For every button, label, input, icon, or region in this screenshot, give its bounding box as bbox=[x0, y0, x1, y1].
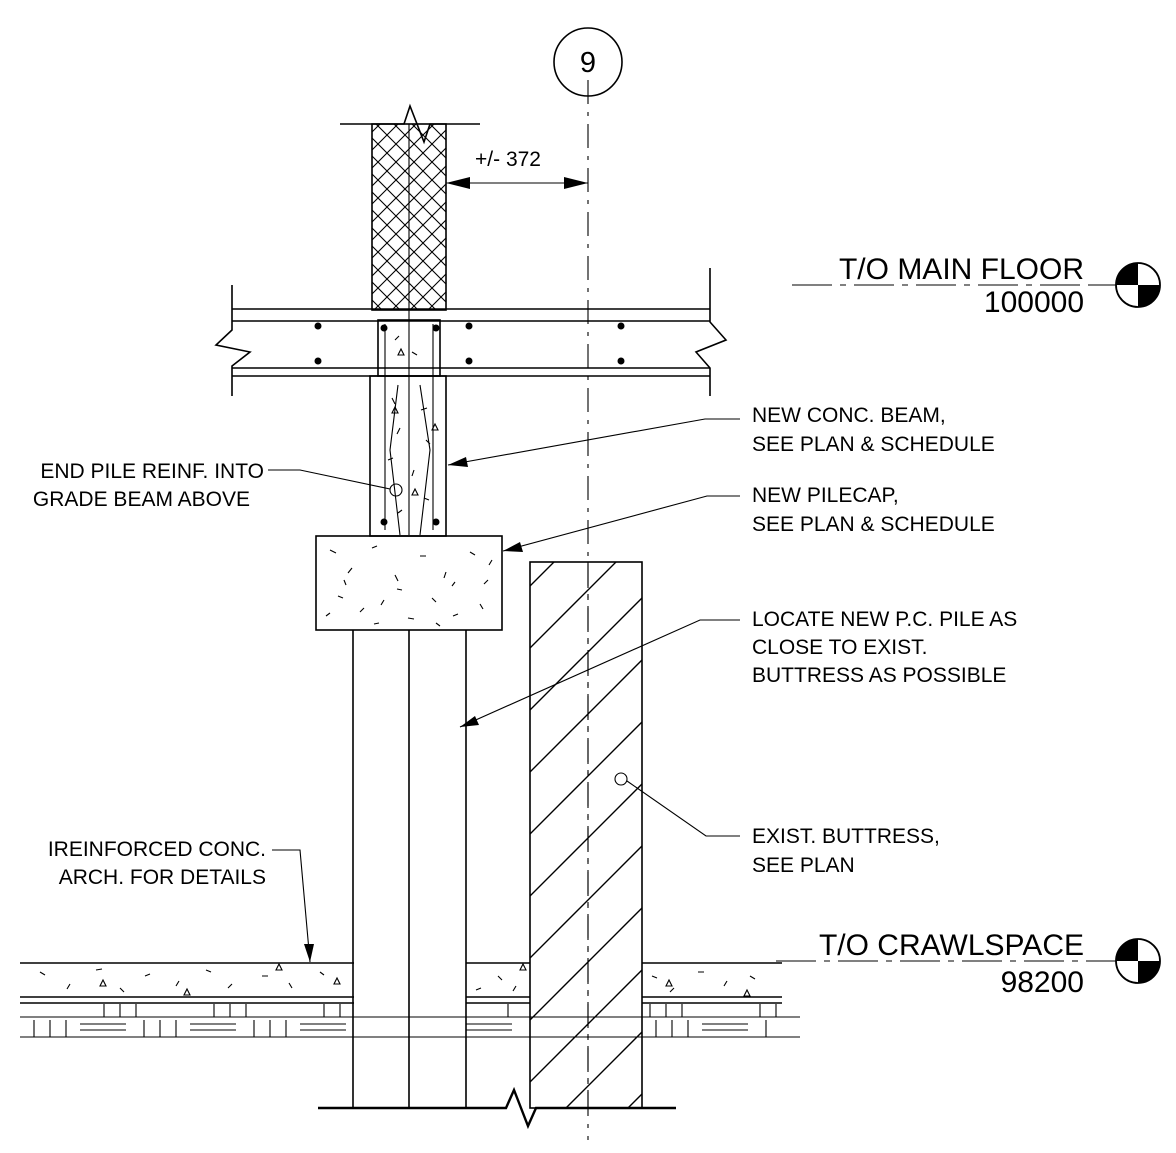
new-pc-pile bbox=[352, 630, 467, 1108]
level-marker-main-floor: T/O MAIN FLOOR 100000 bbox=[792, 253, 1161, 319]
grid-bubble: 9 bbox=[553, 27, 623, 97]
leader-pilecap bbox=[502, 495, 740, 552]
note-pile-line2: CLOSE TO EXIST. bbox=[752, 636, 927, 659]
level-datum-symbol bbox=[1115, 262, 1161, 308]
dimension-text: +/- 372 bbox=[475, 148, 541, 171]
note-buttress-line2: SEE PLAN bbox=[752, 854, 855, 877]
note-slab: IREINFORCED CONC. ARCH. FOR DETAILS bbox=[48, 838, 266, 889]
floor-beam-band bbox=[214, 268, 728, 396]
level-name-crawlspace: T/O CRAWLSPACE bbox=[819, 929, 1084, 962]
note-pilecap-line2: SEE PLAN & SCHEDULE bbox=[752, 513, 995, 536]
note-buttress-line1: EXIST. BUTTRESS, bbox=[752, 825, 940, 848]
level-marker-crawlspace: T/O CRAWLSPACE 98200 bbox=[776, 929, 1161, 999]
note-extend: END PILE REINF. INTO GRADE BEAM ABOVE bbox=[33, 460, 264, 511]
note-pile-line1: LOCATE NEW P.C. PILE AS bbox=[752, 608, 1017, 631]
existing-buttress bbox=[529, 561, 643, 1109]
note-beam: NEW CONC. BEAM, SEE PLAN & SCHEDULE bbox=[752, 404, 995, 456]
note-buttress: EXIST. BUTTRESS, SEE PLAN bbox=[752, 825, 940, 877]
grid-label: 9 bbox=[580, 47, 596, 79]
leader-pile bbox=[459, 619, 740, 728]
leader-extend bbox=[268, 469, 391, 490]
leader-beam bbox=[447, 418, 740, 467]
note-extend-line1: END PILE REINF. INTO bbox=[40, 460, 264, 483]
note-beam-line2: SEE PLAN & SCHEDULE bbox=[752, 433, 995, 456]
new-concrete-beam bbox=[369, 319, 447, 537]
leader-buttress bbox=[626, 780, 740, 837]
note-slab-line2: ARCH. FOR DETAILS bbox=[59, 866, 266, 889]
level-elevation-crawlspace: 98200 bbox=[1001, 966, 1084, 999]
note-extend-line2: GRADE BEAM ABOVE bbox=[33, 488, 250, 511]
level-name-main-floor: T/O MAIN FLOOR bbox=[839, 253, 1084, 286]
bottom-break-line bbox=[318, 1086, 676, 1130]
crawlspace-slab bbox=[20, 962, 782, 1004]
level-datum-symbol bbox=[1115, 938, 1161, 984]
level-elevation-main-floor: 100000 bbox=[984, 286, 1084, 319]
note-beam-line1: NEW CONC. BEAM, bbox=[752, 404, 946, 427]
leader-slab bbox=[272, 849, 314, 963]
new-pilecap bbox=[315, 535, 503, 631]
note-pile-line3: BUTTRESS AS POSSIBLE bbox=[752, 664, 1006, 687]
note-slab-line1: IREINFORCED CONC. bbox=[48, 838, 266, 861]
note-pilecap: NEW PILECAP, SEE PLAN & SCHEDULE bbox=[752, 484, 995, 536]
dimension-372: +/- 372 bbox=[446, 148, 588, 189]
note-pile: LOCATE NEW P.C. PILE AS CLOSE TO EXIST. … bbox=[752, 608, 1017, 687]
ground-soil bbox=[20, 1004, 800, 1038]
note-pilecap-line1: NEW PILECAP, bbox=[752, 484, 899, 507]
wall-above bbox=[340, 103, 480, 380]
